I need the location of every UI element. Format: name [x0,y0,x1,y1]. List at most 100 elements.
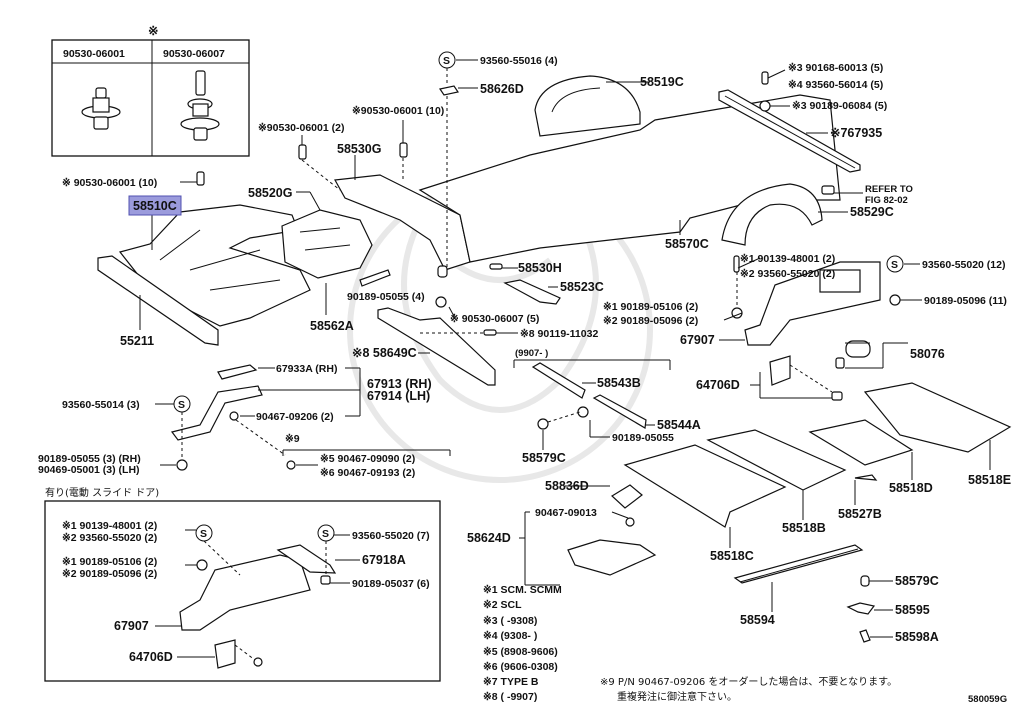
part-58594-rail[interactable] [733,544,864,584]
inset-label-67907[interactable]: 67907 [114,619,149,633]
label-58519C[interactable]: 58519C [640,75,684,89]
part-58518C-mat[interactable] [623,444,787,528]
part-67913-bracket[interactable] [170,385,263,441]
label-58510C[interactable]: 58510C [133,199,177,213]
label-90530-06001-2[interactable]: ※90530-06001 (2) [258,122,344,134]
inset-label-64706D[interactable]: 64706D [129,650,173,664]
part-58076-cap[interactable] [835,340,871,369]
inset-label-note2-90189[interactable]: ※2 90189-05096 (2) [62,568,157,580]
part-58626D-clip[interactable] [439,85,459,96]
inset-label-note1-90139[interactable]: ※1 90139-48001 (2) [62,520,157,532]
label-58523C[interactable]: 58523C [560,280,604,294]
label-58076[interactable]: 58076 [910,347,945,361]
part-58595-clip[interactable] [846,602,876,615]
label-58624D[interactable]: 58624D [467,531,511,545]
label-58594[interactable]: 58594 [740,613,775,627]
label-58598A[interactable]: 58598A [895,630,939,644]
part-90189-05055-nut[interactable] [577,406,589,418]
label-58543B[interactable]: 58543B [597,376,641,390]
label-58530H[interactable]: 58530H [518,261,562,275]
label-58579C-b[interactable]: 58579C [895,574,939,588]
part-58579C-clip-b[interactable] [860,575,870,587]
label-58544A[interactable]: 58544A [657,418,701,432]
label-58518D[interactable]: 58518D [889,481,933,495]
label-64706D[interactable]: 64706D [696,378,740,392]
label-58520G[interactable]: 58520G [248,186,292,200]
part-58530G-tunnel-insulator[interactable] [334,174,471,271]
part-58544A-rail[interactable] [592,394,647,429]
part-58562A-strip[interactable] [359,269,391,287]
label-note2-90189-05096[interactable]: ※2 90189-05096 (2) [603,315,698,327]
label-58529C[interactable]: 58529C [850,205,894,219]
label-93560-55016[interactable]: 93560-55016 (4) [480,55,558,67]
part-58518E-mat[interactable] [863,382,1012,453]
label-90189-05055-3[interactable]: 90189-05055 (3) (RH) [38,453,141,465]
part-64706D-bracket[interactable] [769,355,843,401]
label-58649C[interactable]: ※8 58649C [352,346,417,360]
label-note1-90139[interactable]: ※1 90139-48001 (2) [740,253,835,265]
label-90530-06007-5[interactable]: ※ 90530-06007 (5) [450,313,539,325]
part-58624D-plate[interactable] [567,517,657,576]
label-67913[interactable]: 67913 (RH) [367,377,432,391]
part-58510C-front-floor-carpet[interactable] [118,204,311,327]
label-refer-fig[interactable]: FIG 82-02 [865,195,908,206]
label-90469-05001-3[interactable]: 90469-05001 (3) (LH) [38,464,140,476]
label-90467-09013[interactable]: 90467-09013 [535,507,597,519]
part-767935-scuff-plate[interactable] [718,89,861,173]
label-58518C[interactable]: 58518C [710,549,754,563]
label-58579C[interactable]: 58579C [522,451,566,465]
label-58518E[interactable]: 58518E [968,473,1011,487]
label-note4-93560[interactable]: ※4 93560-56014 (5) [788,79,883,91]
label-58595[interactable]: 58595 [895,603,930,617]
inset-label-90189-05037[interactable]: 90189-05037 (6) [352,578,430,590]
label-note3-90168[interactable]: ※3 90168-60013 (5) [788,62,883,74]
label-58527B[interactable]: 58527B [838,507,882,521]
label-90530-06001-10[interactable]: ※ 90530-06001 (10) [62,177,157,189]
part-58649C-rail[interactable] [377,307,496,386]
inset-label-note1-90189[interactable]: ※1 90189-05106 (2) [62,556,157,568]
label-note1-90189-05106[interactable]: ※1 90189-05106 (2) [603,301,698,313]
part-58527B-pad[interactable] [854,474,878,481]
part-55211-floor-sill[interactable] [97,255,219,346]
part-58529C-wheelhouse-liner[interactable] [721,183,823,246]
inset-part-67907[interactable] [179,554,311,631]
label-90530-06001-10b[interactable]: ※90530-06001 (10) [352,105,444,117]
label-58530G[interactable]: 58530G [337,142,381,156]
part-58543B-rail[interactable] [531,362,586,399]
label-58570C[interactable]: 58570C [665,237,709,251]
label-67907[interactable]: 67907 [680,333,715,347]
label-90119-11032[interactable]: ※8 90119-11032 [520,328,598,340]
inset-part-67918A[interactable] [276,544,337,574]
part-58518D-mat[interactable] [808,419,914,466]
label-67933A[interactable]: 67933A (RH) [276,363,337,375]
label-note2-93560[interactable]: ※2 93560-55020 (2) [740,268,835,280]
part-67907-step-cover[interactable] [744,261,881,346]
label-93560-55014[interactable]: 93560-55014 (3) [62,399,140,411]
part-58579C-clip[interactable] [537,418,549,430]
inset-label-93560-55020-7[interactable]: 93560-55020 (7) [352,530,430,542]
label-90189-05055[interactable]: 90189-05055 [612,432,674,444]
part-58836D-cover[interactable] [611,484,643,509]
label-note6-90467-09193[interactable]: ※6 90467-09193 (2) [320,467,415,479]
label-58518B[interactable]: 58518B [782,521,826,535]
label-93560-55020-12[interactable]: 93560-55020 (12) [922,259,1005,271]
inset-part-64706D[interactable] [214,639,236,669]
label-55211[interactable]: 55211 [120,334,154,348]
part-58519C-wheelhouse-cover[interactable] [534,75,641,137]
inset-label-note2-93560[interactable]: ※2 93560-55020 (2) [62,532,157,544]
label-58562A[interactable]: 58562A [310,319,354,333]
part-58523C-bracket[interactable] [503,279,561,305]
label-note5-90467-09090[interactable]: ※5 90467-09090 (2) [320,453,415,465]
label-note3-90189[interactable]: ※3 90189-06084 (5) [792,100,887,112]
label-90189-05096-11[interactable]: 90189-05096 (11) [924,295,1007,307]
part-58518B-mat[interactable] [706,429,847,491]
label-90189-05055-4[interactable]: 90189-05055 (4) [347,291,425,303]
inset-label-67918A[interactable]: 67918A [362,553,406,567]
label-90467-09206[interactable]: 90467-09206 (2) [256,411,334,423]
part-58598A-clip[interactable] [859,629,871,643]
label-58836D[interactable]: 58836D [545,479,589,493]
label-67914[interactable]: 67914 (LH) [367,389,430,403]
part-67933A-pad[interactable] [217,364,258,380]
label-767935[interactable]: ※767935 [830,126,882,140]
label-58626D[interactable]: 58626D [480,82,524,96]
